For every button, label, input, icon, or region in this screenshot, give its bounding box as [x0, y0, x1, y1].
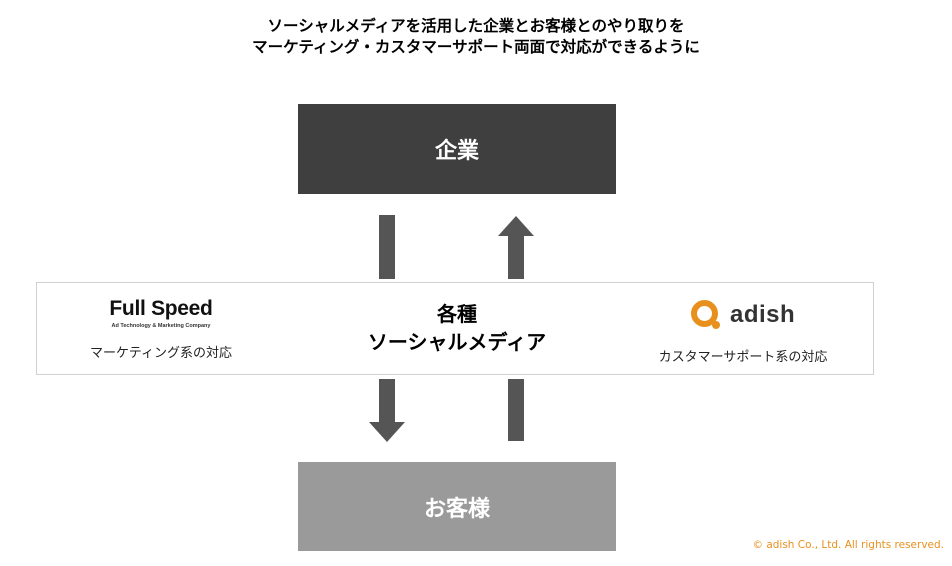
- fullspeed-tagline: Ad Technology & Marketing Company: [111, 323, 211, 329]
- headline-line-1: ソーシャルメディアを活用した企業とお客様とのやり取りを: [267, 17, 685, 35]
- social-media-title: 各種 ソーシャルメディア: [298, 300, 616, 356]
- arrow-up-head-top: [498, 216, 534, 236]
- headline: ソーシャルメディアを活用した企業とお客様とのやり取りを マーケティング・カスタマ…: [0, 16, 952, 58]
- arrow-up-shaft-top: [508, 236, 524, 279]
- adish-q-logo-icon: [691, 300, 720, 329]
- fullspeed-name: Full Speed: [109, 297, 213, 320]
- arrow-up-shaft-bottom: [508, 379, 524, 441]
- arrow-down-shaft-top: [379, 215, 395, 279]
- social-media-line-1: 各種: [437, 302, 477, 326]
- copyright-notice: © adish Co., Ltd. All rights reserved.: [752, 539, 944, 551]
- company-label: 企業: [434, 139, 479, 164]
- adish-name: adish: [730, 301, 796, 328]
- adish-logo: adish: [690, 299, 795, 331]
- company-box: 企業: [298, 104, 616, 194]
- arrow-down-head-bottom: [369, 422, 405, 442]
- customer-label: お客様: [423, 496, 490, 522]
- headline-line-2: マーケティング・カスタマーサポート両面で対応ができるように: [252, 38, 700, 56]
- social-media-band: [36, 282, 874, 375]
- customer-box: お客様: [298, 462, 616, 551]
- social-media-line-2: ソーシャルメディア: [367, 330, 547, 354]
- arrow-down-shaft-bottom: [379, 379, 395, 422]
- adish-caption: カスタマーサポート系の対応: [658, 350, 828, 365]
- fullspeed-logo: Full Speed Ad Technology & Marketing Com…: [86, 297, 236, 330]
- fullspeed-caption: マーケティング系の対応: [90, 346, 232, 361]
